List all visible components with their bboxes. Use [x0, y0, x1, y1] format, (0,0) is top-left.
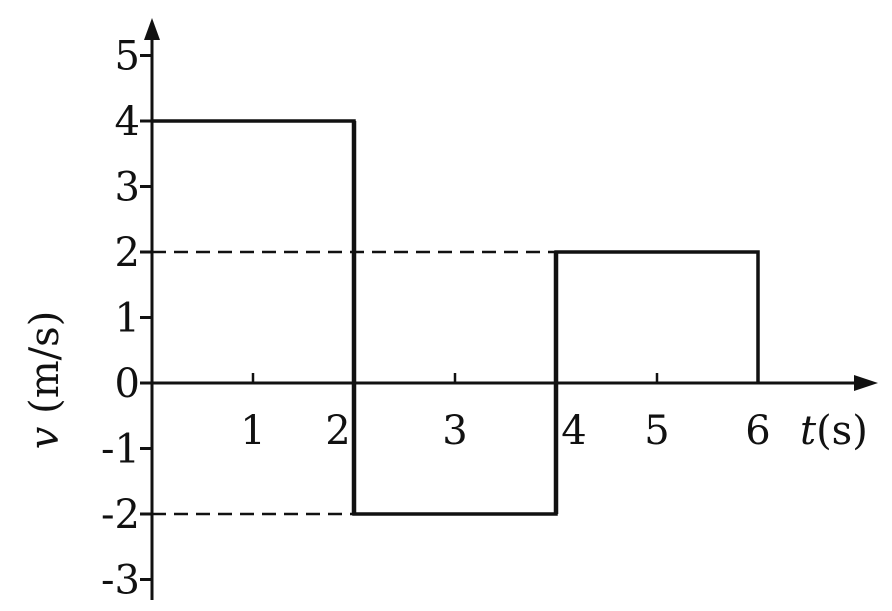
y-tick-label: 2	[115, 230, 140, 276]
x-tick-label: 6	[745, 408, 770, 454]
y-axis-unit: (m/s)	[22, 311, 68, 427]
x-axis-variable: t	[800, 408, 817, 454]
axes-layer	[140, 18, 878, 600]
y-tick-label: 0	[115, 361, 140, 407]
y-tick-label: 1	[115, 296, 140, 342]
y-tick-label: -2	[101, 492, 140, 538]
y-tick-label: 4	[115, 99, 140, 145]
x-tick-label: 5	[644, 408, 669, 454]
series-layer	[152, 119, 760, 516]
x-axis-arrow	[854, 375, 878, 391]
y-tick-label: -3	[101, 558, 140, 604]
x-axis-title: t(s)	[800, 408, 868, 454]
x-tick-label: 4	[561, 408, 586, 454]
x-axis-unit: (s)	[816, 408, 868, 454]
y-axis-title: v (m/s)	[22, 311, 68, 449]
y-tick-label: 3	[115, 165, 140, 211]
y-tick-label: -1	[101, 427, 140, 473]
x-tick-label: 3	[442, 408, 467, 454]
y-axis-arrow	[144, 18, 160, 40]
y-axis-variable: v	[22, 426, 68, 449]
tick-labels-layer: 5 4 3 2 1 0 -1 -2 -3 1 2 3 4 5 6	[101, 34, 771, 604]
x-tick-label: 1	[240, 408, 265, 454]
velocity-step-line	[152, 119, 760, 516]
y-tick-label: 5	[115, 34, 140, 80]
x-tick-label: 2	[325, 408, 350, 454]
